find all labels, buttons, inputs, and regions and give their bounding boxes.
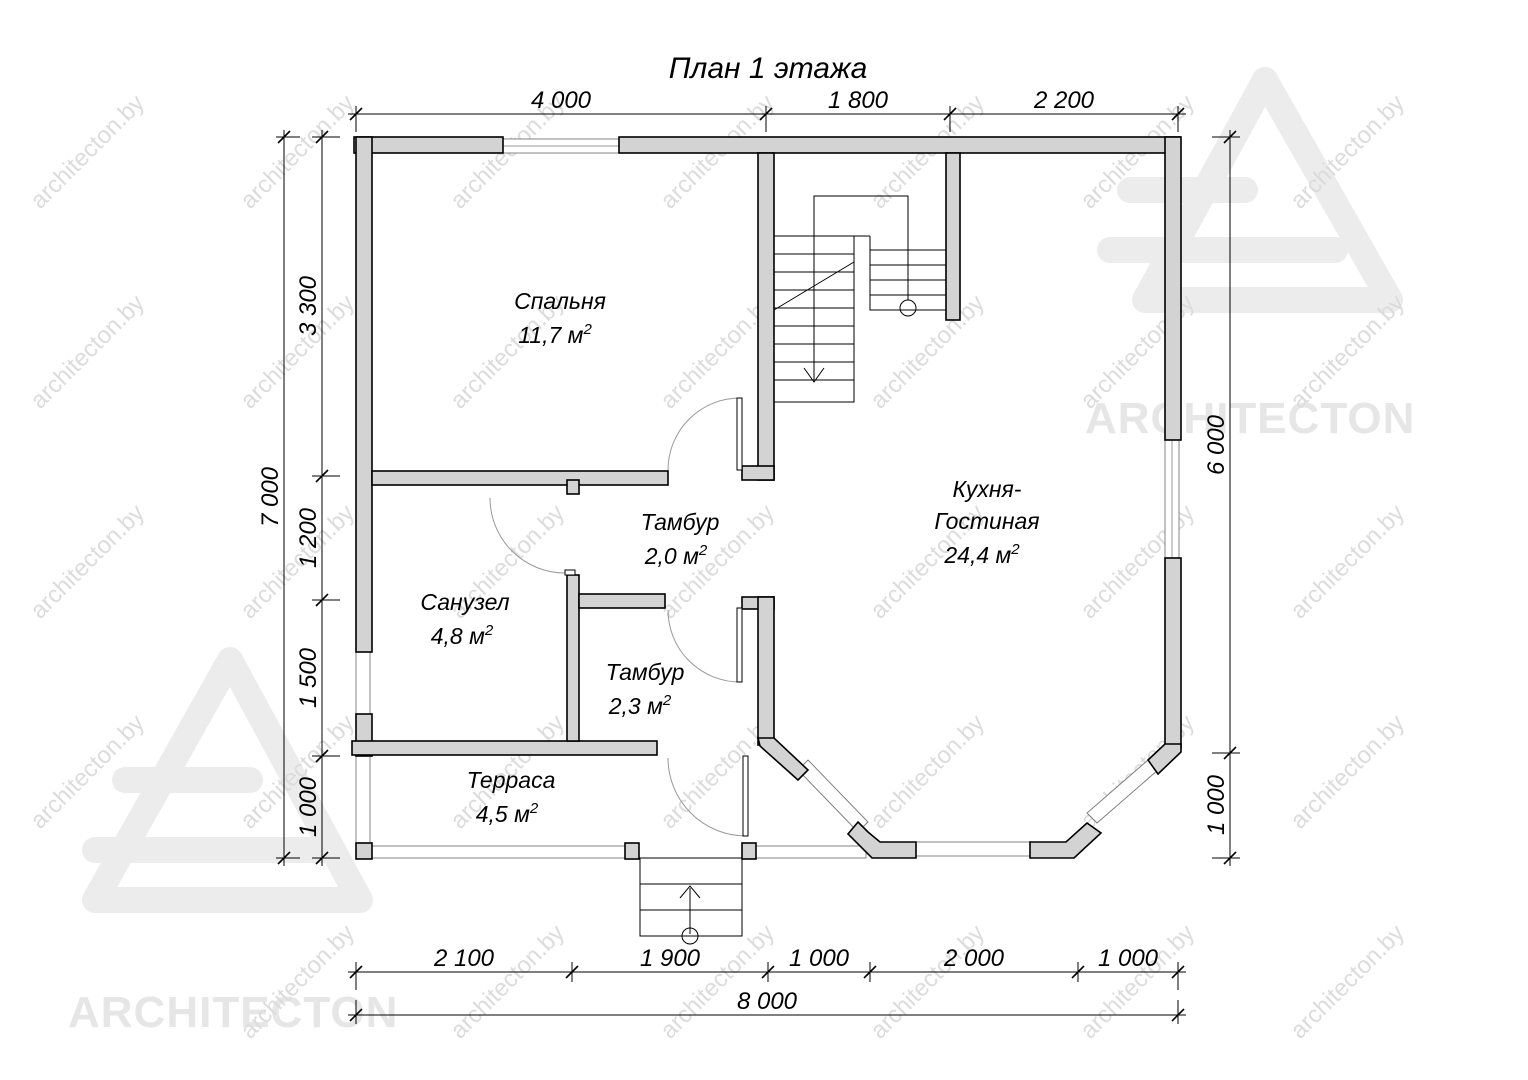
dim-right-2: 1 000 — [1203, 774, 1230, 835]
dimension-labels: 4 000 1 800 2 200 2 100 1 900 1 000 2 00… — [257, 87, 1230, 1015]
dim-top-1: 4 000 — [531, 87, 592, 114]
brand-text-left: ARCHITECTON — [68, 988, 398, 1037]
room-vestibule-upper-area: 2,0 м2 — [644, 542, 708, 569]
wm-url: architecton.by — [865, 709, 990, 834]
porch-steps — [639, 857, 743, 945]
window-bay-sw — [797, 759, 869, 833]
room-kitchen-name-1: Кухня- — [953, 476, 1022, 502]
window-kitchen-south — [913, 841, 1033, 857]
wm-url: architecton.by — [235, 89, 360, 214]
windows — [355, 138, 1180, 859]
room-bathroom-area: 4,8 м2 — [431, 622, 494, 649]
logo-mark-right — [1097, 67, 1403, 313]
room-vestibule-lower-area: 2,3 м2 — [608, 692, 672, 719]
room-bedroom-area: 11,7 м2 — [518, 321, 592, 348]
wm-url: architecton.by — [1075, 919, 1200, 1044]
wm-url: architecton.by — [1285, 499, 1410, 624]
staircase — [773, 195, 946, 403]
dim-top-3: 2 200 — [1033, 87, 1095, 114]
wm-url: architecton.by — [1285, 919, 1410, 1044]
brand-text-right: ARCHITECTON — [1085, 394, 1415, 443]
wm-url: architecton.by — [655, 919, 780, 1044]
dimension-lines — [276, 106, 1240, 1024]
wm-url: architecton.by — [865, 289, 990, 414]
window-entry-south — [753, 845, 867, 859]
dim-bottom-5: 1 000 — [1098, 945, 1159, 972]
wm-url: architecton.by — [445, 919, 570, 1044]
wm-url: architecton.by — [25, 499, 150, 624]
wm-url: architecton.by — [865, 919, 990, 1044]
dim-left-1: 3 300 — [295, 275, 322, 336]
logo-mark-left — [82, 647, 373, 913]
dim-left-2: 1 200 — [295, 507, 322, 568]
dim-bottom-4: 2 000 — [943, 945, 1005, 972]
door-bedroom-swing — [667, 397, 741, 471]
wm-url: architecton.by — [1285, 709, 1410, 834]
window-terrace-west — [355, 754, 371, 849]
window-terrace-south — [369, 845, 629, 859]
room-bathroom-name: Санузел — [420, 589, 509, 615]
door-bathroom-swing — [489, 497, 566, 574]
door-vestibule-swing — [667, 609, 741, 683]
dim-right-1: 6 000 — [1203, 414, 1230, 475]
dim-left-4: 1 000 — [295, 776, 322, 837]
wm-url: architecton.by — [25, 289, 150, 414]
dim-bottom-total: 8 000 — [737, 988, 798, 1015]
dim-top-2: 1 800 — [828, 87, 889, 114]
room-vestibule-lower-name: Тамбур — [606, 659, 685, 685]
dim-bottom-1: 2 100 — [433, 945, 495, 972]
plan-title: План 1 этажа — [669, 52, 868, 85]
wm-url: architecton.by — [25, 89, 150, 214]
room-terrace-name: Терраса — [467, 767, 556, 793]
room-labels: Спальня 11,7 м2 Тамбур 2,0 м2 Санузел 4,… — [420, 288, 1039, 827]
room-vestibule-upper-name: Тамбур — [641, 509, 720, 535]
dim-left-3: 1 500 — [295, 647, 322, 708]
room-terrace-area: 4,5 м2 — [476, 800, 539, 827]
dim-bottom-2: 1 900 — [640, 945, 701, 972]
room-kitchen-name-2: Гостиная — [934, 508, 1039, 534]
dim-left-total: 7 000 — [257, 466, 284, 527]
room-kitchen-area: 24,4 м2 — [943, 541, 1020, 568]
walls — [351, 136, 1182, 860]
doors — [489, 397, 749, 837]
door-entry-swing — [667, 757, 747, 837]
dim-bottom-3: 1 000 — [789, 945, 850, 972]
room-bedroom-name: Спальня — [514, 288, 606, 314]
watermark-layer: ARCHITECTON ARCHITECTON architecton.by a… — [25, 67, 1415, 1044]
window-bathroom — [355, 651, 371, 717]
